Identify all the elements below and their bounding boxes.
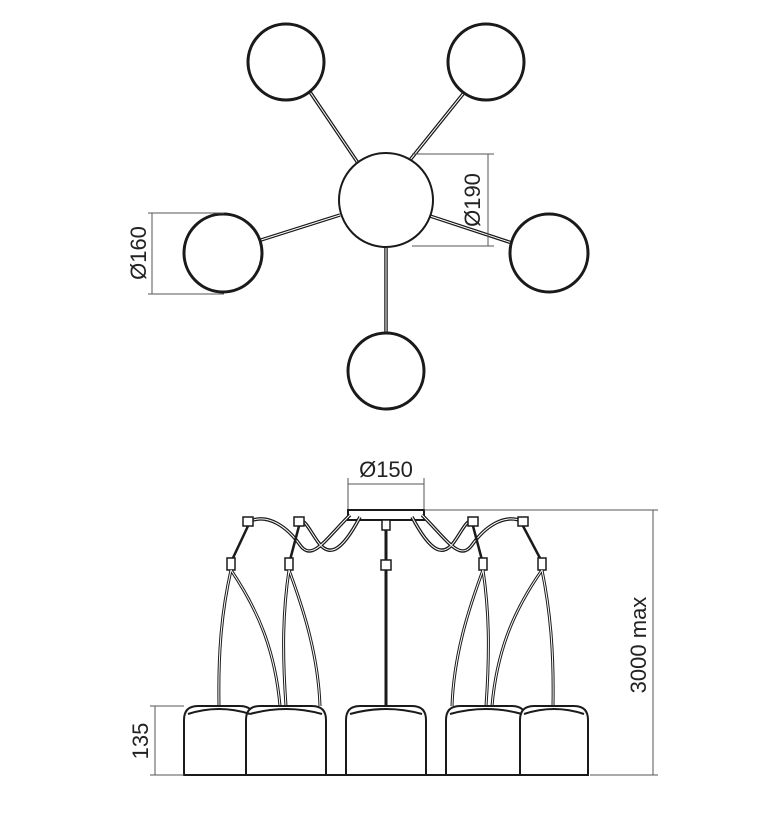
shade-left (182, 212, 264, 294)
shade-caps (187, 708, 585, 715)
side-shades (183, 705, 589, 776)
label-shade-diameter: Ø160 (126, 226, 151, 280)
cable-7 (450, 569, 485, 707)
canopy-circle (338, 152, 434, 248)
shade-upper-right (446, 22, 526, 102)
dimension-overall-height (424, 509, 658, 776)
shade-right (508, 212, 590, 294)
dimension-shade-height (150, 705, 184, 776)
joint-far-left (242, 516, 254, 527)
top-view (148, 22, 590, 411)
cable-9 (490, 569, 544, 707)
joint-mid-right (467, 516, 479, 527)
cable-2 (229, 569, 282, 707)
shade-bottom (346, 331, 426, 411)
shade-circles (182, 22, 590, 411)
cable-4 (287, 569, 322, 707)
joint-far-right (517, 516, 529, 527)
side-shade-5 (519, 705, 589, 776)
dimension-canopy-side (347, 478, 425, 512)
label-shade-height: 135 (128, 723, 153, 760)
side-view (150, 478, 658, 776)
joint-mid-left (293, 516, 305, 527)
label-canopy-diameter-top: Ø190 (460, 173, 485, 227)
side-shade-3 (345, 705, 427, 776)
side-shade-4 (445, 705, 527, 776)
dimension-shade (148, 212, 224, 295)
side-shade-1 (183, 705, 255, 776)
dimension-canopy-top (412, 153, 494, 247)
side-shade-2 (245, 705, 327, 776)
label-canopy-diameter-side: Ø150 (359, 457, 413, 482)
label-overall-height: 3000 max (626, 597, 651, 694)
arm-highlights (260, 91, 513, 333)
shade-upper-left (246, 22, 326, 102)
arm-drops (230, 525, 543, 561)
